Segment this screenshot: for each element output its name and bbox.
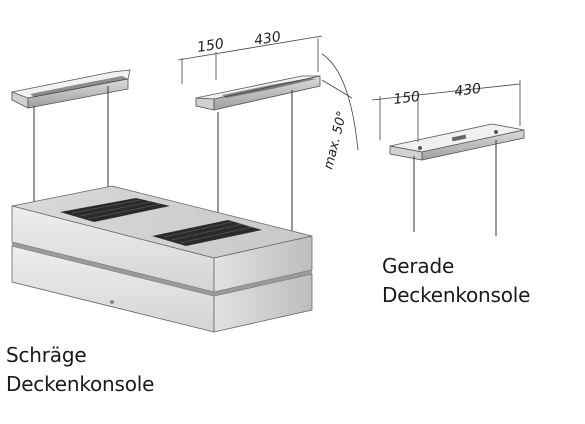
slanted-offset-dim: 150: [196, 36, 225, 56]
hood-body: [11, 185, 313, 333]
straight-length-dim: 430: [454, 81, 483, 100]
straight-console-caption: Gerade Deckenkonsole: [382, 252, 530, 310]
max-angle-dim: max. 50°: [321, 109, 350, 170]
straight-offset-dim: 150: [393, 89, 422, 108]
slanted-dimension-lines: [177, 35, 359, 151]
slanted-console-caption: Schräge Deckenkonsole: [6, 341, 154, 399]
left-ceiling-bracket: [11, 69, 131, 109]
straight-dimension-lines: [371, 80, 521, 142]
caption-line: Schräge: [6, 343, 87, 367]
caption-line: Gerade: [382, 254, 455, 278]
filter-grille-left: [60, 198, 170, 222]
straight-wires: [413, 140, 497, 236]
caption-line: Deckenkonsole: [382, 283, 531, 307]
caption-line: Deckenkonsole: [6, 372, 155, 396]
slanted-length-dim: 430: [253, 29, 282, 49]
right-ceiling-bracket: [195, 75, 321, 111]
filter-grille-right: [152, 220, 262, 246]
straight-ceiling-bracket: [389, 123, 525, 161]
